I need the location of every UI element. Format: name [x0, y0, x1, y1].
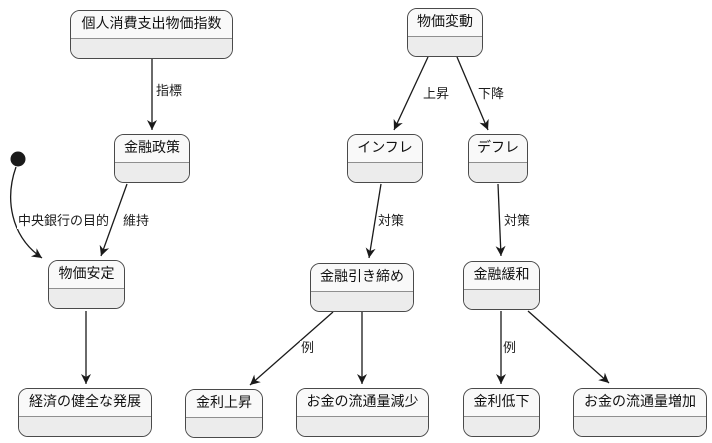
edge-easing-to-money-increase: [527, 310, 610, 384]
node-price-stability-body: [49, 289, 124, 308]
edge-deflation-to-easing: [495, 183, 506, 257]
edge-price-change-to-inflation: [393, 56, 429, 131]
node-easing-body: [464, 290, 539, 309]
edge-label-central-bank-goal: 中央銀行の目的: [17, 214, 111, 229]
node-money-increase-label: お金の流通量増加: [574, 389, 706, 417]
node-healthy-economy: 経済の健全な発展: [18, 388, 152, 437]
node-deflation-label: デフレ: [469, 135, 527, 163]
node-monetary-policy: 金融政策: [114, 134, 190, 183]
node-rate-fall: 金利低下: [463, 388, 540, 437]
node-price-change: 物価変動: [407, 8, 483, 57]
node-inflation: インフレ: [347, 134, 423, 183]
edge-initial-to-price-stability: [10, 166, 43, 259]
node-money-decrease: お金の流通量減少: [296, 388, 429, 437]
node-money-increase: お金の流通量増加: [573, 388, 707, 437]
node-rate-rise: 金利上昇: [185, 389, 263, 438]
node-rate-rise-label: 金利上昇: [186, 390, 262, 418]
edge-tightening-to-rate-rise: [249, 311, 334, 386]
node-monetary-policy-body: [115, 163, 189, 182]
edge-label-maintain: 維持: [122, 214, 151, 229]
edge-label-tightening-example: 例: [300, 341, 316, 356]
node-price-change-body: [408, 37, 482, 56]
node-rate-rise-body: [186, 418, 262, 437]
edge-label-easing-example: 例: [502, 341, 518, 356]
node-pce-price-index-body: [71, 39, 232, 58]
edge-price-change-to-deflation: [456, 56, 489, 131]
edge-inflation-to-tightening: [365, 183, 382, 259]
node-deflation-body: [469, 163, 527, 182]
node-tightening: 金融引き締め: [310, 263, 414, 312]
node-tightening-body: [311, 292, 413, 311]
node-tightening-label: 金融引き締め: [311, 264, 413, 292]
initial-state-dot: [10, 151, 26, 167]
node-healthy-economy-label: 経済の健全な発展: [19, 389, 151, 417]
edge-label-fall: 下降: [477, 87, 506, 102]
edge-monetary-policy-to-price-stability: [99, 183, 128, 257]
node-inflation-body: [348, 163, 422, 182]
node-rate-fall-body: [464, 417, 539, 436]
node-price-stability-label: 物価安定: [49, 261, 124, 289]
node-money-decrease-label: お金の流通量減少: [297, 389, 428, 417]
edge-label-indicator: 指標: [155, 84, 184, 99]
edge-label-inflation-countermeasure: 対策: [377, 214, 406, 229]
node-money-increase-body: [574, 417, 706, 436]
node-easing-label: 金融緩和: [464, 262, 539, 290]
edge-label-deflation-countermeasure: 対策: [503, 214, 532, 229]
node-pce-price-index-label: 個人消費支出物価指数: [71, 11, 232, 39]
edge-label-rise: 上昇: [422, 87, 451, 102]
node-inflation-label: インフレ: [348, 135, 422, 163]
node-money-decrease-body: [297, 417, 428, 436]
node-price-stability: 物価安定: [48, 260, 125, 309]
node-monetary-policy-label: 金融政策: [115, 135, 189, 163]
node-deflation: デフレ: [468, 134, 528, 183]
node-easing: 金融緩和: [463, 261, 540, 310]
node-pce-price-index: 個人消費支出物価指数: [70, 10, 233, 59]
node-rate-fall-label: 金利低下: [464, 389, 539, 417]
node-price-change-label: 物価変動: [408, 9, 482, 37]
node-healthy-economy-body: [19, 417, 151, 436]
